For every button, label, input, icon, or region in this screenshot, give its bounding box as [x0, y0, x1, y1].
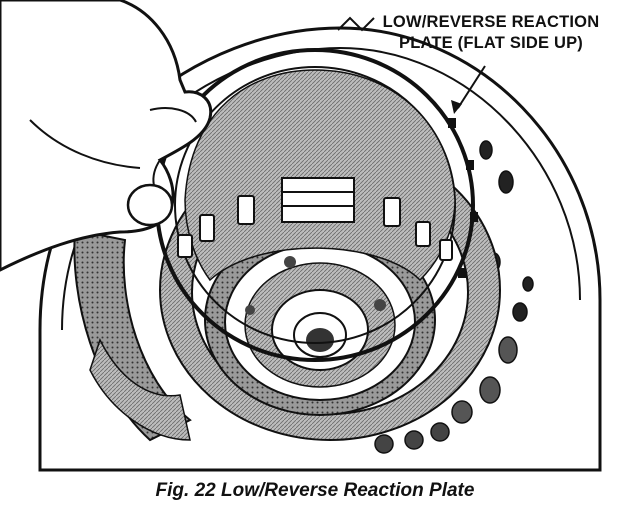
- callout-line-1: LOW/REVERSE REACTION: [382, 13, 600, 31]
- callout-line-2: PLATE (FLAT SIDE UP): [399, 34, 583, 52]
- plate-lugs: [177, 195, 453, 261]
- hand: [0, 0, 213, 272]
- figure-caption: Fig. 22 Low/Reverse Reaction Plate: [155, 480, 475, 501]
- callout-leader: [337, 16, 486, 114]
- reaction-plate-callout: LOW/REVERSE REACTION PLATE (FLAT SIDE UP…: [366, 12, 616, 54]
